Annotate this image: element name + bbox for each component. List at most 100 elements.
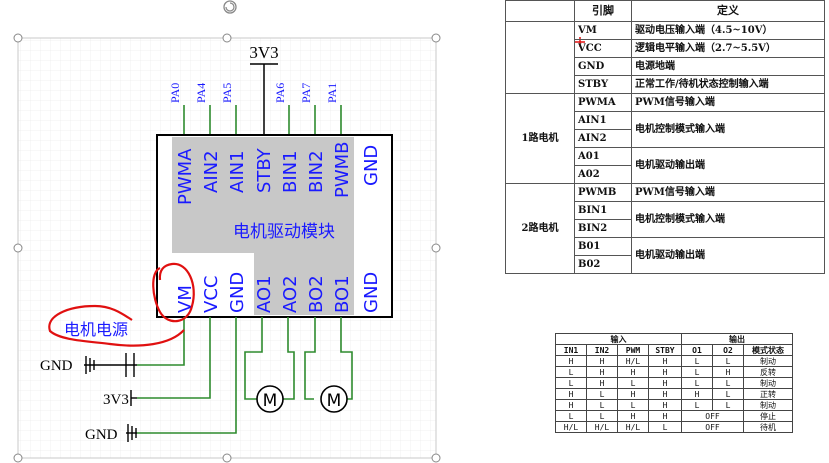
motor-label: M <box>263 391 278 411</box>
pin-label-top: GND <box>361 145 382 186</box>
pin-cell: VCC <box>574 39 632 58</box>
logic-cell: H <box>586 366 618 378</box>
motor-driver-module[interactable] <box>156 134 393 318</box>
pin-label-bottom: VM <box>175 285 196 313</box>
selection-handles[interactable] <box>13 33 441 463</box>
group-cell <box>505 21 575 94</box>
vcc-symbol <box>130 390 137 406</box>
def-cell: 电机控制模式输入端 <box>631 201 825 238</box>
logic-cell: 反转 <box>743 366 793 378</box>
logic-cell: L <box>712 388 744 400</box>
logic-cell: H <box>586 377 618 389</box>
rotate-handle-icon[interactable] <box>223 0 237 14</box>
pin-cell: B01 <box>574 237 632 256</box>
def-cell: 电机驱动输出端 <box>631 147 825 184</box>
pin-cell: AIN2 <box>574 129 632 148</box>
vm-highlight-circle <box>152 262 195 323</box>
logic-cell: 制动 <box>743 399 793 411</box>
motor-a-icon: M <box>256 385 284 413</box>
logic-cell: 制动 <box>743 355 793 367</box>
logic-cell: H <box>617 410 649 422</box>
logic-cell: L <box>555 377 587 389</box>
logic-cell: L <box>681 355 713 367</box>
logic-cell: L <box>712 355 744 367</box>
logic-cell: L <box>681 377 713 389</box>
pa-label: PA6 <box>273 83 287 103</box>
pin-cell: PWMA <box>574 93 632 112</box>
pin-label-top: AIN2 <box>201 150 222 193</box>
logic-cell: H <box>555 388 587 400</box>
def-cell: 逻辑电平输入端（2.7~5.5V） <box>631 39 825 58</box>
pin-cell: STBY <box>574 75 632 94</box>
logic-header-cell: 模式状态 <box>743 344 793 356</box>
pin-cell: A01 <box>574 147 632 166</box>
pin-label-top: AIN1 <box>227 150 248 193</box>
pin-label-bottom: BO1 <box>332 275 353 313</box>
def-cell: 正常工作/待机状态控制输入端 <box>631 75 825 94</box>
logic-cell: H <box>648 399 682 411</box>
logic-cell: H/L <box>586 421 618 433</box>
logic-cell: OFF <box>681 410 744 422</box>
pin-label-bottom: GND <box>227 272 248 313</box>
table-header <box>505 0 575 22</box>
logic-cell: 停止 <box>743 410 793 422</box>
def-cell: 电机驱动输出端 <box>631 237 825 274</box>
logic-cell: L <box>555 366 587 378</box>
module-title: 电机驱动模块 <box>233 222 335 242</box>
def-cell: 电源地端 <box>631 57 825 76</box>
pa-label: PA5 <box>220 83 234 103</box>
pin-cell: A02 <box>574 165 632 184</box>
logic-header-cell: PWM <box>617 344 649 356</box>
pa-label: PA1 <box>325 83 339 103</box>
pin-label-top: BIN1 <box>280 150 301 193</box>
def-cell: 电机控制模式输入端 <box>631 111 825 148</box>
logic-header-cell: IN2 <box>586 344 618 356</box>
logic-cell: H <box>648 388 682 400</box>
table-header: 引脚 <box>574 0 632 22</box>
logic-cell: H/L <box>617 421 649 433</box>
def-cell: PWM信号输入端 <box>631 93 825 112</box>
pin-label-bottom: AO1 <box>254 275 275 313</box>
logic-cell: H <box>712 366 744 378</box>
pin-cell: BIN2 <box>574 219 632 238</box>
logic-cell: H <box>586 355 618 367</box>
logic-cell: L <box>617 399 649 411</box>
gnd-label: GND <box>85 427 118 443</box>
pin-label-top: PWMA <box>175 148 196 205</box>
table-header: 定义 <box>631 0 825 22</box>
motor-label: M <box>327 391 342 411</box>
pin-label-bottom: AO2 <box>280 275 301 313</box>
annotation-loop <box>48 304 185 347</box>
logic-cell: L <box>555 410 587 422</box>
group-cell: 2路电机 <box>505 183 575 274</box>
motor-b-icon: M <box>320 385 348 413</box>
logic-cell: 待机 <box>743 421 793 433</box>
logic-cell: L <box>712 399 744 411</box>
annotation-label: 电机电源 <box>64 320 128 339</box>
def-cell: PWM信号输入端 <box>631 183 825 202</box>
logic-cell: H <box>555 355 587 367</box>
def-cell: 驱动电压输入端（4.5~10V） <box>631 21 825 40</box>
group-header-input: 输入 <box>555 333 682 345</box>
group-cell: 1路电机 <box>505 93 575 184</box>
logic-cell: H <box>648 410 682 422</box>
pin-label-top: STBY <box>254 147 275 193</box>
logic-header-cell: STBY <box>648 344 682 356</box>
gnd-label: GND <box>40 358 73 374</box>
pin-cell: AIN1 <box>574 111 632 130</box>
pin-label-bottom: VCC <box>201 276 222 313</box>
top-signal-wires <box>183 105 342 135</box>
pa-label: PA4 <box>194 83 208 103</box>
pin-label-top: BIN2 <box>306 150 327 193</box>
group-header-output: 输出 <box>681 333 793 345</box>
logic-cell: L <box>617 377 649 389</box>
